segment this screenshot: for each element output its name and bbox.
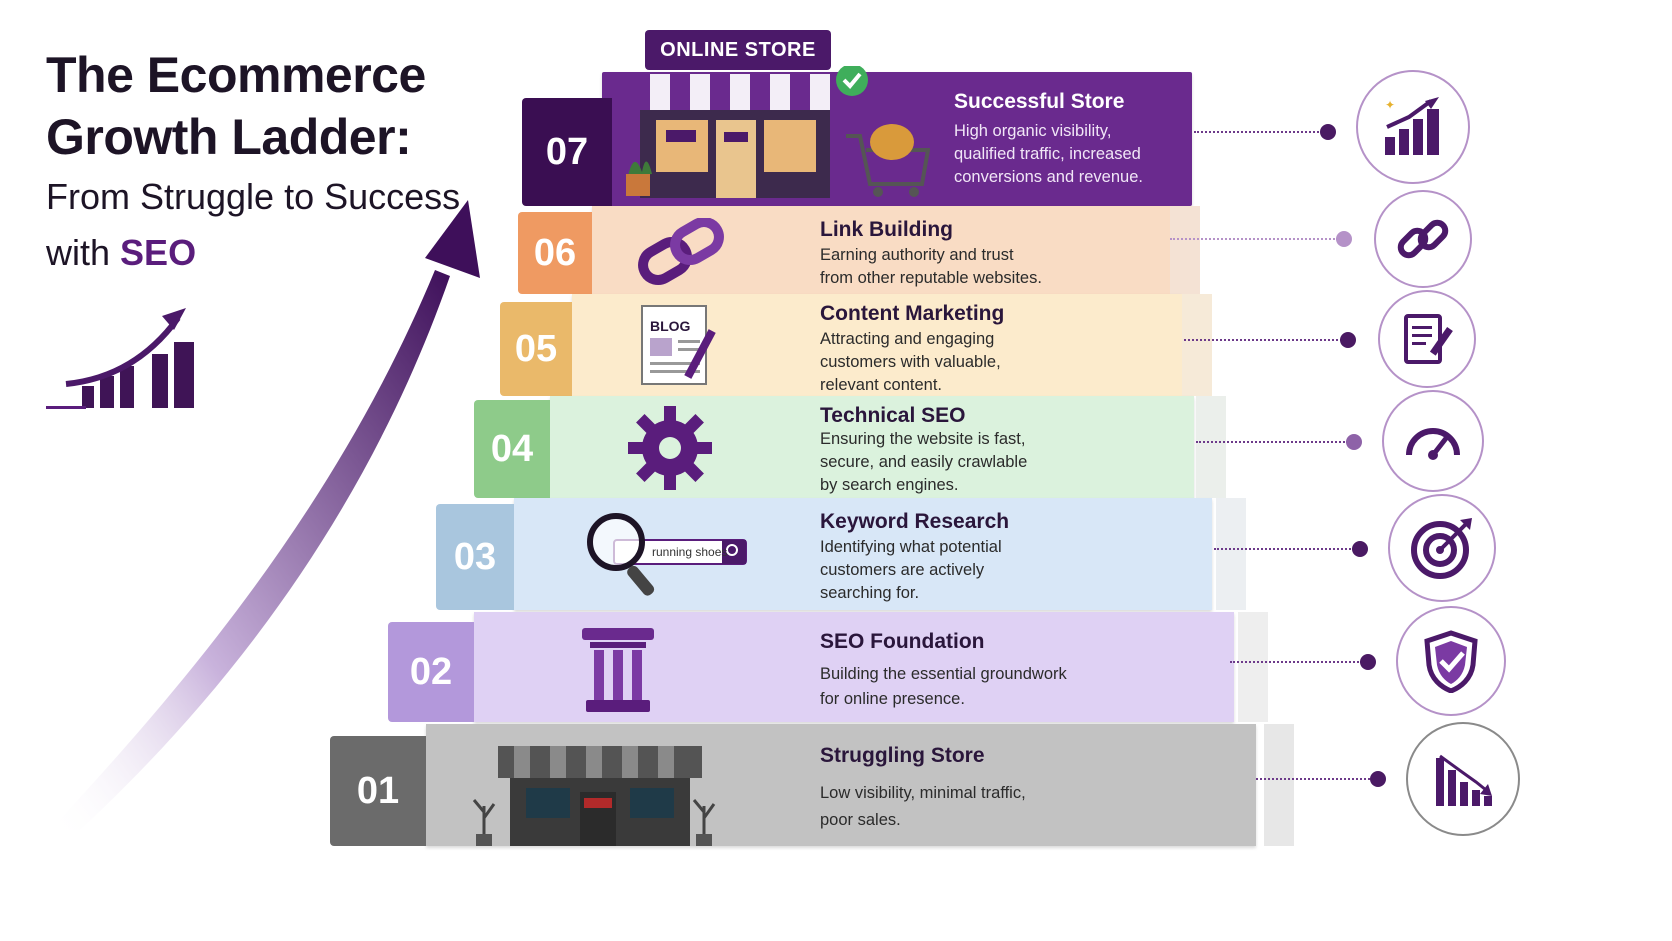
- icon-circle: [1382, 390, 1484, 492]
- connector-dot: [1336, 231, 1352, 247]
- icon-circle: [1396, 606, 1506, 716]
- step-title: Content Marketing: [820, 302, 1005, 325]
- step-description: Attracting and engaging customers with v…: [820, 330, 1001, 394]
- subtitle-line-1: From Struggle to Success: [46, 176, 461, 217]
- step-number: 06: [518, 212, 592, 294]
- speedometer-icon: [1406, 428, 1460, 460]
- declining-chart-icon: [1436, 754, 1492, 806]
- gear-icon: [628, 406, 712, 490]
- step-description: Earning authority and trust from other r…: [820, 246, 1042, 287]
- step-title: Technical SEO: [820, 404, 966, 427]
- step-description: Identifying what potential customers are…: [820, 538, 1002, 602]
- step-title: Struggling Store: [820, 744, 985, 767]
- online-store-icon: [626, 66, 930, 198]
- step-02: 02 SEO Foundation Building the essential…: [388, 612, 1268, 722]
- step-06: 06 Link Building Earning authority and t…: [518, 206, 1200, 294]
- pillar-icon: [582, 628, 654, 712]
- magnifier-search-icon: [587, 513, 747, 596]
- icon-circle: [1406, 722, 1520, 836]
- connector-dot: [1340, 332, 1356, 348]
- step-description: High organic visibility, qualified traff…: [954, 122, 1143, 186]
- step-title: Link Building: [820, 218, 953, 241]
- step-description: Building the essential groundwork for on…: [820, 665, 1067, 708]
- title-line-2: Growth Ladder:: [46, 109, 412, 165]
- rising-arrow-icon: [50, 200, 480, 830]
- connector-dot: [1370, 771, 1386, 787]
- step-title: Successful Store: [954, 90, 1125, 113]
- subtitle-line-2: with SEO: [46, 226, 460, 280]
- title-line-1: The Ecommerce: [46, 47, 426, 103]
- step-number: 02: [388, 622, 474, 722]
- step-title: Keyword Research: [820, 510, 1010, 533]
- step-05: 05 Content Marketing Attracting and enga…: [500, 294, 1212, 396]
- step-description: Low visibility, minimal traffic, poor sa…: [820, 784, 1026, 829]
- connector-dot: [1360, 654, 1376, 670]
- shield-check-icon: [1424, 630, 1478, 693]
- chain-link-icon: [638, 218, 724, 285]
- online-store-sign: ONLINE STORE: [645, 30, 831, 70]
- connector-dot: [1346, 434, 1362, 450]
- connector-dot: [1352, 541, 1368, 557]
- step-title: SEO Foundation: [820, 630, 985, 653]
- step-number: 05: [500, 302, 572, 396]
- step-number: 03: [436, 504, 514, 610]
- small-growth-chart-icon: [46, 308, 194, 409]
- svg-text:✦: ✦: [1385, 98, 1395, 112]
- target-icon: [1411, 518, 1472, 579]
- icon-circle: [1378, 290, 1476, 388]
- icon-circle: ✦: [1356, 70, 1470, 184]
- subtitle-with: with: [46, 232, 111, 273]
- step-03: 03 Keyword Research Identifying what pot…: [436, 498, 1246, 610]
- edit-document-icon: [1404, 314, 1453, 364]
- icon-circle: [1388, 494, 1496, 602]
- connector-dot: [1320, 124, 1336, 140]
- step-04: 04 Technical SEO Ensuring the website is…: [474, 396, 1226, 498]
- blog-label: BLOG: [650, 318, 691, 334]
- struggling-store-icon: [472, 746, 716, 846]
- icon-circle: [1374, 190, 1472, 288]
- step-description: Ensuring the website is fast, secure, an…: [820, 430, 1028, 494]
- title-block: The Ecommerce Growth Ladder: From Strugg…: [46, 44, 460, 280]
- growth-chart-icon: ✦: [1385, 97, 1439, 155]
- blog-document-icon: [641, 305, 716, 385]
- subtitle-seo: SEO: [120, 232, 197, 273]
- step-number: 07: [522, 98, 612, 206]
- search-box-text: running shoes: [652, 545, 728, 559]
- step-number: 04: [474, 400, 550, 498]
- step-number: 01: [330, 736, 426, 846]
- link-icon: [1397, 219, 1449, 259]
